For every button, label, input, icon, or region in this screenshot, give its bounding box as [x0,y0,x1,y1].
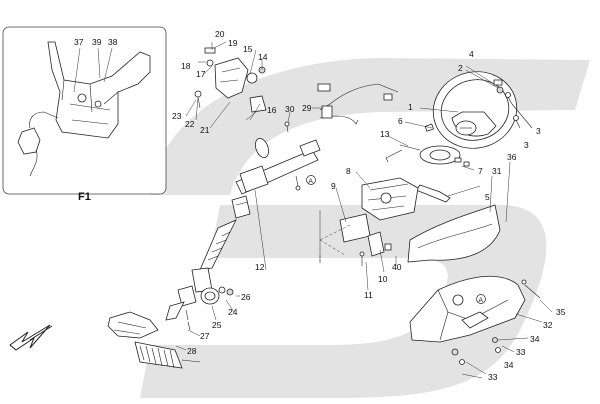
label-14: 14 [258,52,268,62]
label-1: 1 [408,102,413,112]
label-20: 20 [215,29,225,39]
label-10: 10 [378,274,388,284]
upper-shroud [407,204,501,263]
label-40: 40 [392,262,402,272]
label-9: 9 [331,181,336,191]
label-24: 24 [228,307,238,317]
label-27: 27 [200,331,210,341]
label-39: 39 [92,37,102,47]
label-25: 25 [212,320,222,330]
label-3a: 3 [536,126,541,136]
label-19: 19 [228,38,238,48]
clockspring-and-switches [385,123,470,203]
label-21: 21 [200,125,210,135]
svg-text:A: A [479,297,484,304]
inset-title-f1: F1 [78,191,91,203]
label-26: 26 [241,292,251,302]
label-8: 8 [346,166,351,176]
label-28: 28 [187,346,197,356]
column-boot [185,286,234,331]
steering-rack [107,311,201,369]
label-37: 37 [74,37,84,47]
steering-wheel [432,71,518,149]
label-33a: 33 [516,347,526,357]
inset-f1: 37 39 38 [2,26,167,195]
lower-shroud [409,275,541,365]
wiring-harness [317,83,399,125]
label-2: 2 [458,63,463,73]
label-30: 30 [285,104,295,114]
label-29: 29 [302,103,312,113]
alignment-lines [319,210,351,265]
steering-column-shaft [165,137,321,321]
label-32: 32 [543,320,553,330]
column-upper-bracket [194,47,290,133]
leader-lines [175,41,553,379]
label-34b: 34 [504,360,514,370]
label-23: 23 [172,111,182,121]
label-22: 22 [185,119,195,129]
label-17: 17 [196,69,206,79]
reference-marker-a-upper: A [306,175,316,185]
label-4: 4 [469,49,474,59]
label-18: 18 [181,61,191,71]
label-34a: 34 [530,334,540,344]
wheel-fasteners [493,79,533,129]
svg-text:A: A [309,178,314,185]
label-15: 15 [243,44,253,54]
label-38: 38 [108,37,118,47]
label-12: 12 [255,262,265,272]
label-16: 16 [267,105,277,115]
label-7: 7 [478,166,483,176]
label-5: 5 [485,192,490,202]
reference-marker-a-lower: A [476,294,486,304]
label-6: 6 [398,116,403,126]
label-13: 13 [380,129,390,139]
front-direction-arrow-icon [9,324,53,351]
label-33b: 33 [488,372,498,382]
callout-labels: 1 2 3 3 4 5 6 7 8 9 10 11 12 13 14 15 16… [172,29,566,382]
label-36: 36 [507,152,517,162]
label-35: 35 [556,307,566,317]
label-31: 31 [492,166,502,176]
label-3b: 3 [524,140,529,150]
label-11: 11 [364,290,373,300]
